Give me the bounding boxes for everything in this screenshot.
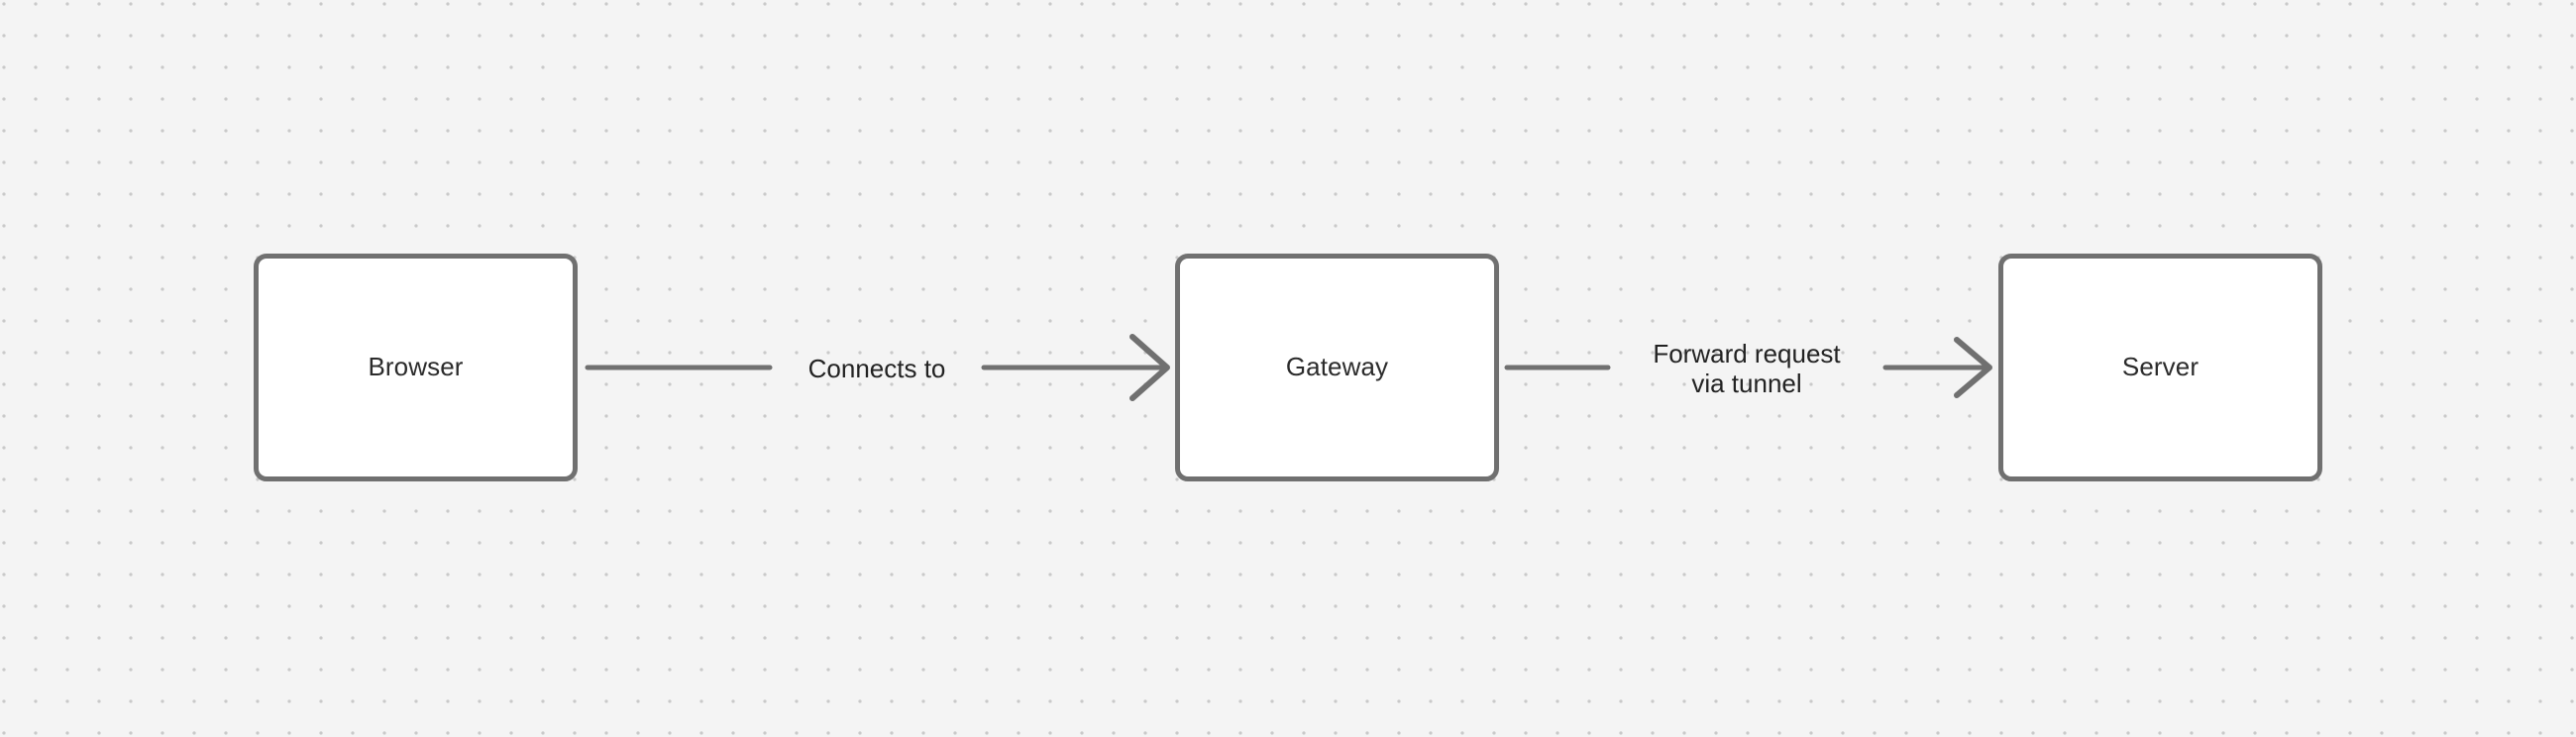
edge-label-line-2: via tunnel — [1691, 368, 1802, 398]
node-label-gateway: Gateway — [1285, 352, 1389, 382]
node-gateway[interactable]: Gateway — [1175, 254, 1499, 481]
node-server[interactable]: Server — [1998, 254, 2322, 481]
edge-label-line-1: Forward request — [1653, 339, 1841, 368]
edge-label-connects-to[interactable]: Connects to — [808, 354, 946, 383]
node-browser[interactable]: Browser — [254, 254, 578, 481]
edge-label-line-1: Connects to — [807, 354, 946, 383]
node-label-browser: Browser — [368, 352, 464, 382]
edge-label-forward-request-via-tunnel[interactable]: Forward request via tunnel — [1653, 339, 1840, 398]
arrowhead-icon — [1129, 334, 1170, 401]
node-label-server: Server — [2121, 352, 2200, 382]
arrowhead-icon — [1954, 337, 1992, 398]
